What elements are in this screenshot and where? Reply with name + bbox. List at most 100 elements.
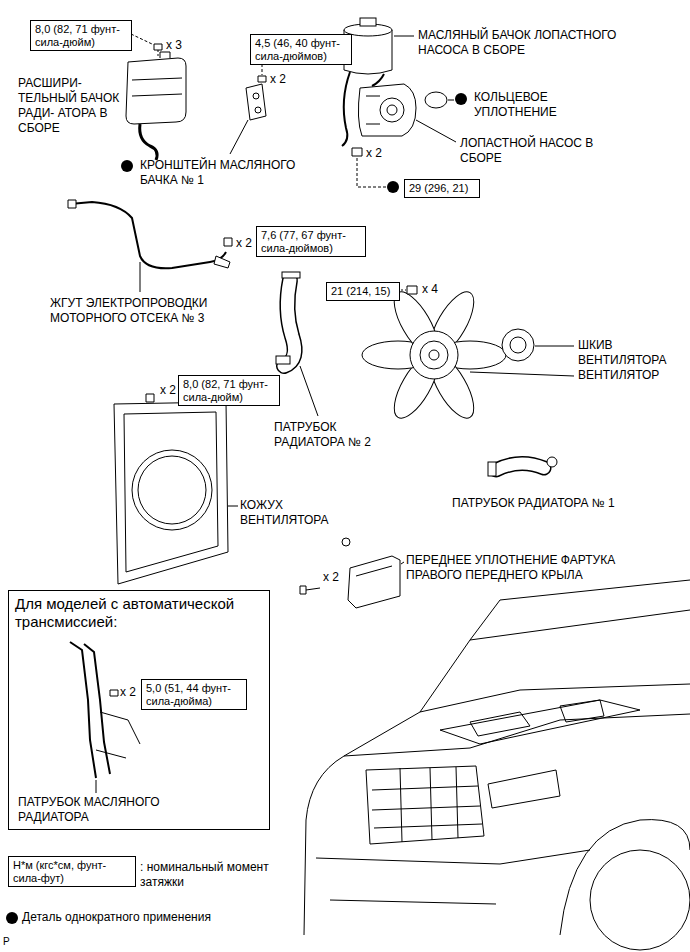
nut-symbol	[352, 148, 362, 156]
radiator-hose	[496, 463, 544, 470]
fan	[429, 350, 439, 360]
bolt-symbol	[258, 76, 266, 82]
leader-line	[357, 158, 386, 187]
fan-shroud	[124, 412, 218, 572]
vehicle-outline	[470, 712, 530, 736]
fan-pulley	[502, 329, 534, 361]
leader-line	[470, 372, 574, 376]
torque-box: 21 (214, 15)	[326, 282, 400, 301]
vehicle-outline	[330, 900, 496, 904]
radiator-hose	[488, 462, 496, 476]
vehicle-outline	[560, 700, 604, 722]
legend-box: Н*м (кгс*см, фунт-сила-фут)	[8, 856, 136, 887]
torque-box: 8,0 (82, 71 фунт-сила-дюйм)	[30, 20, 132, 51]
vehicle-outline	[400, 767, 458, 842]
torque-value: 8,0 (82, 71 фунт-сила-дюйм)	[35, 23, 127, 48]
fan-shroud	[132, 450, 212, 530]
legend-note: : номинальный момент затяжки	[140, 860, 272, 890]
bolt-symbol	[154, 44, 162, 56]
leader-line	[394, 36, 414, 37]
bracket	[246, 84, 266, 120]
vane-pump	[366, 96, 380, 124]
fan	[420, 341, 448, 369]
quantity-mark: x 2	[323, 570, 339, 585]
radiator-hose	[284, 280, 295, 366]
bolt-symbol	[146, 394, 154, 402]
vehicle-outline	[590, 850, 690, 950]
leader-line	[535, 346, 574, 347]
torque-value: 8,0 (82, 71 фунт-сила-дюйм)	[183, 378, 275, 403]
note-heading: Для моделей с автоматической трансмиссие…	[15, 595, 263, 631]
page-mark: P	[3, 936, 10, 949]
quantity-mark: x 4	[422, 282, 438, 297]
fender-seal	[356, 566, 392, 576]
oil-cooler-pipe	[70, 642, 140, 778]
vehicle-outline	[560, 820, 690, 935]
oil-cooler-pipe	[96, 750, 126, 758]
expansion-tank	[126, 58, 186, 124]
leader-line	[230, 120, 248, 154]
torque-value: 5,0 (51, 44 фунт-сила-дюйма)	[146, 682, 242, 707]
fender-seal	[306, 588, 320, 590]
part-name: ШКИВ ВЕНТИЛЯТОРА	[578, 338, 683, 368]
bracket	[253, 93, 259, 99]
single-use-dot	[455, 93, 467, 105]
radiator-hose	[547, 457, 557, 467]
bolt-symbol	[158, 50, 159, 56]
bracket	[255, 107, 261, 113]
wire-harness	[68, 200, 230, 268]
radiator-hose	[284, 280, 295, 366]
part-name: ПАТРУБОК РАДИАТОРА № 2	[274, 420, 394, 450]
torque-box: 7,6 (77, 67 фунт-сила-дюймов)	[256, 226, 366, 257]
leader-line	[96, 780, 97, 793]
fan-shroud	[138, 456, 206, 524]
bracket	[246, 84, 266, 120]
fan	[362, 286, 506, 425]
reservoir	[372, 74, 384, 86]
nut-symbol	[407, 286, 417, 294]
bolt-symbol	[154, 44, 162, 50]
reservoir	[360, 18, 376, 26]
torque-value: 7,6 (77, 67 фунт-сила-дюймов)	[261, 229, 361, 254]
leader-line	[262, 64, 263, 75]
torque-value: Н*м (кгс*см, фунт-сила-фут)	[13, 859, 131, 884]
fan-shroud	[114, 402, 228, 584]
torque-value: 21 (214, 15)	[331, 285, 395, 298]
radiator-hose	[282, 272, 300, 278]
vane-pump	[380, 98, 404, 122]
fender-seal	[300, 538, 400, 608]
vehicle-outline	[372, 786, 482, 828]
vane-pump	[358, 84, 416, 136]
vehicle-outline	[344, 714, 690, 756]
quantity-mark: x 2	[120, 685, 136, 700]
expansion-tank	[126, 52, 186, 160]
nut-symbol	[352, 148, 362, 156]
fender-seal	[300, 586, 306, 594]
single-use-dot	[121, 160, 133, 172]
leader-line	[401, 562, 404, 564]
vehicle-outline	[304, 684, 690, 935]
quantity-mark: x 2	[366, 146, 382, 161]
o-ring	[425, 92, 447, 108]
leader-line	[416, 120, 456, 142]
oil-cooler-pipe	[100, 712, 140, 744]
leader-line	[448, 100, 454, 101]
expansion-tank	[160, 52, 170, 58]
part-name: КОЖУХ ВЕНТИЛЯТОРА	[240, 498, 340, 528]
oil-cooler-pipe	[84, 644, 110, 774]
oil-cooler-pipe	[70, 642, 96, 778]
part-name: ЖГУТ ЭЛЕКТРОПРОВОДКИ МОТОРНОГО ОТСЕКА № …	[50, 296, 250, 326]
expansion-tank	[140, 124, 157, 160]
fender-seal	[342, 538, 350, 546]
vane-pump	[387, 105, 397, 115]
vehicle-outline	[470, 580, 690, 640]
wire-harness	[214, 256, 230, 268]
fender-seal	[348, 556, 400, 608]
vehicle-outline	[316, 850, 590, 864]
part-name: ПАТРУБОК РАДИАТОРА № 1	[452, 496, 615, 511]
part-name: ПЕРЕДНЕЕ УПЛОТНЕНИЕ ФАРТУКА ПРАВОГО ПЕРЕ…	[406, 553, 646, 583]
leader-line	[131, 34, 152, 44]
radiator-hose	[496, 463, 544, 470]
part-name: КРОНШТЕЙН МАСЛЯНОГО БАЧКА № 1	[140, 158, 318, 188]
vehicle-outline	[488, 770, 560, 808]
